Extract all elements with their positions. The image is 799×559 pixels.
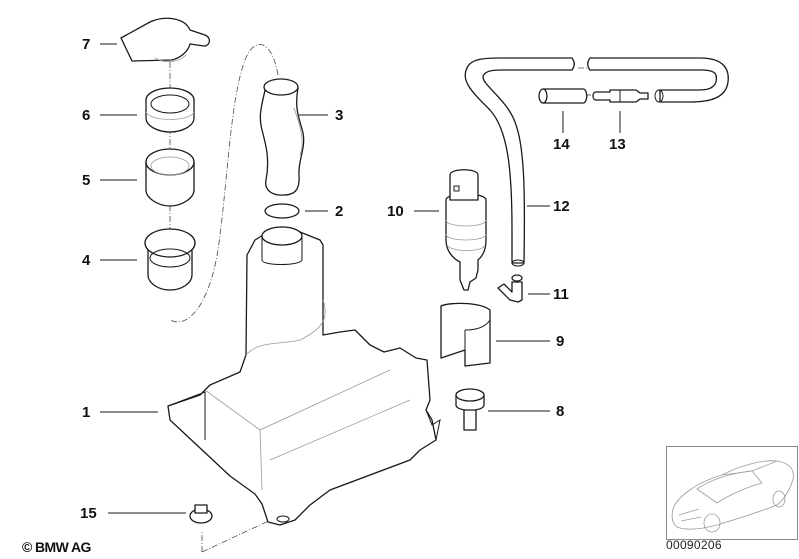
document-number: 00090206 [666,538,722,552]
washer-hose[interactable] [464,57,729,267]
callout-9[interactable]: 9 [556,333,565,350]
washer-pump[interactable] [445,169,487,291]
callout-4[interactable]: 4 [82,252,91,269]
callout-6[interactable]: 6 [82,107,91,124]
filler-neck-hose[interactable] [259,78,305,196]
callout-2[interactable]: 2 [335,203,344,220]
nut[interactable] [189,504,213,524]
washer-fluid-reservoir[interactable] [167,226,441,526]
hose-sleeve[interactable] [538,88,588,104]
assembly-line-nut [201,517,276,553]
pump-mount-clip[interactable] [440,302,491,367]
callout-13[interactable]: 13 [609,136,626,153]
screw[interactable] [455,388,485,431]
callout-7[interactable]: 7 [82,36,91,53]
callout-14[interactable]: 14 [553,136,570,153]
hose-connector[interactable] [592,89,649,103]
elbow-connector[interactable] [497,274,523,303]
filler-neck-adapter[interactable] [145,87,195,133]
callout-10[interactable]: 10 [387,203,404,220]
callout-15[interactable]: 15 [80,505,97,522]
o-ring[interactable] [264,203,300,219]
callout-5[interactable]: 5 [82,172,91,189]
callout-12[interactable]: 12 [553,198,570,215]
car-overview-icon [671,460,794,533]
filler-neck-sleeve[interactable] [145,148,195,207]
copyright-label: © BMW AG [22,539,91,555]
filler-neck-ring[interactable] [144,228,196,291]
callout-3[interactable]: 3 [335,107,344,124]
callout-11[interactable]: 11 [553,286,569,303]
assembly-line-filler [169,44,279,323]
callout-1[interactable]: 1 [82,404,91,421]
car-overview-thumbnail[interactable] [666,446,798,540]
filler-cap[interactable] [120,17,211,62]
callout-8[interactable]: 8 [556,403,565,420]
leader-lines [100,43,621,514]
